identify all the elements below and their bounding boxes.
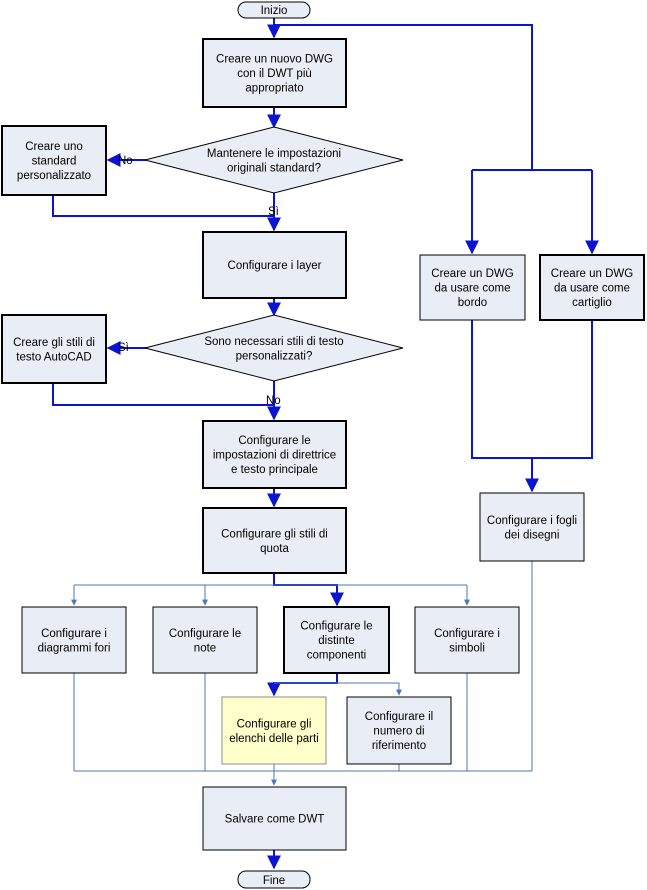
start-terminal: Inizio (237, 1, 311, 19)
node-text-line: elenchi delle parti (229, 733, 319, 745)
start-label: Inizio (261, 5, 288, 17)
label-yes-2: Sì (118, 342, 129, 354)
node-text-line: Mantenere le impostazioni (207, 148, 341, 160)
node-text-line: Salvare come DWT (225, 814, 325, 826)
node-text-line: note (194, 642, 216, 654)
node-text-line: Creare un DWG (551, 268, 633, 280)
connector-custom-to-merge (52, 196, 274, 217)
node-text-line: impostazioni di direttrice (213, 450, 336, 462)
end-terminal: Fine (237, 870, 311, 889)
node-text-line: Creare un nuovo DWG (216, 54, 333, 66)
connector-dim-down (273, 573, 344, 607)
node-text-line: da usare come (554, 283, 630, 295)
node-hole-charts: Configurare i diagrammi fori (21, 606, 127, 674)
node-text-line: Configurare i layer (228, 260, 322, 272)
node-notes: Configurare le note (152, 606, 258, 674)
node-text-line: Sono necessari stili di testo (204, 336, 343, 348)
node-text-styles: Creare gli stili di testo AutoCAD (1, 314, 107, 384)
node-parts-lists: Configurare gli elenchi delle parti (221, 696, 327, 765)
node-sheets: Configurare i fogli dei disegni (479, 492, 585, 562)
node-create-dwg: Creare un nuovo DWG con il DWT più appropr… (202, 38, 347, 108)
label-no-1: No (118, 155, 133, 167)
node-text-line: Configurare i fogli (487, 515, 577, 527)
node-dim-styles: Configurare gli stili di quota (202, 507, 347, 574)
node-text-line: Configurare gli (237, 718, 312, 730)
node-text-line: standard (32, 156, 77, 168)
node-text-line: diagrammi fori (38, 642, 111, 654)
node-text-line: Configurare il (365, 711, 433, 723)
node-text-line: simboli (449, 642, 485, 654)
node-text-line: Configurare le (169, 628, 241, 640)
node-text-line: Configurare i (434, 628, 500, 640)
node-text-line: Configurare le (300, 621, 372, 633)
node-keep-standard: Mantenere le impostazioni originali stand… (144, 126, 404, 194)
node-text-styles-needed: Sono necessari stili di testo personalizz… (144, 314, 404, 382)
node-text-line: distinte (318, 635, 354, 647)
label-yes-1: Sì (268, 206, 279, 218)
connector-textstyles-to-merge (52, 383, 274, 406)
node-bom: Configurare le distinte componenti (283, 606, 390, 674)
node-symbols: Configurare i simboli (414, 606, 520, 674)
node-text-line: cartiglio (572, 297, 612, 309)
node-text-line: personalizzati? (236, 350, 313, 362)
node-balloons: Configurare il numero di riferimento (346, 696, 452, 765)
node-text-line: con il DWT più (237, 68, 312, 80)
node-text-line: Creare uno (25, 141, 83, 153)
node-text-line: Configurare le (238, 435, 310, 447)
node-text-line: Configurare i (41, 628, 107, 640)
node-text-line: Creare gli stili di (13, 337, 95, 349)
node-text-line: appropriato (245, 83, 303, 95)
node-text-line: componenti (307, 650, 366, 662)
connector-border-down (471, 320, 593, 459)
connector-bom-down (267, 673, 338, 697)
node-leader: Configurare le impostazioni di direttrice… (202, 420, 347, 489)
end-label: Fine (263, 875, 285, 887)
node-layers: Configurare i layer (202, 231, 347, 299)
node-custom-standard: Creare uno standard personalizzato (1, 125, 107, 196)
node-text-line: dei disegni (505, 529, 560, 541)
node-text-line: personalizzato (17, 170, 91, 182)
node-titleblock-dwg: Creare un DWG da usare come cartiglio (539, 254, 645, 321)
connector-to-balloons (274, 682, 402, 696)
node-text-line: quota (260, 543, 289, 555)
node-text-line: Creare un DWG (431, 268, 513, 280)
node-text-line: e testo principale (231, 464, 318, 476)
node-save-dwt: Salvare come DWT (202, 786, 347, 851)
node-text-line: riferimento (372, 740, 426, 752)
label-no-2: No (266, 395, 281, 407)
connector-start-right-branch (274, 24, 533, 170)
node-text-line: da usare come (434, 283, 510, 295)
node-text-line: Configurare gli stili di (221, 528, 328, 540)
node-text-line: numero di (373, 726, 424, 738)
node-text-line: testo AutoCAD (16, 351, 91, 363)
node-text-line: bordo (458, 297, 487, 309)
node-border-dwg: Creare un DWG da usare come bordo (419, 254, 526, 321)
node-text-line: originali standard? (227, 162, 321, 174)
